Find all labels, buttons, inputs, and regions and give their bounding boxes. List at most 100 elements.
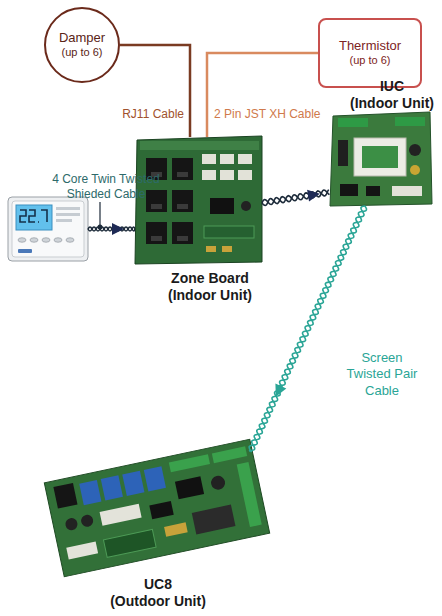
- uc8-illustration-part: [66, 541, 98, 559]
- zone-board-illustration-part: [220, 154, 234, 164]
- uc8-illustration-part: [64, 517, 78, 531]
- thermostat-illustration-part: [20, 210, 47, 222]
- zone-board-illustration-part: [202, 170, 216, 180]
- zone-board-illustration-part: [204, 226, 254, 238]
- uc8-illustration: [44, 439, 269, 577]
- thermostat-illustration-part: [18, 249, 32, 253]
- uc8-board: UC8(Outdoor Unit): [40, 452, 272, 568]
- iuc-illustration-part: [395, 117, 425, 126]
- zone-board-illustration: [135, 136, 262, 264]
- thermostat-illustration-part: [56, 207, 80, 210]
- thermistor-box: Thermistor(up to 6): [318, 18, 422, 88]
- uc8-illustration-part: [144, 466, 166, 491]
- thermostat-illustration-part: [8, 197, 88, 261]
- board-name: UC8: [68, 576, 248, 593]
- zone-board: Zone Board(Indoor Unit): [135, 137, 262, 264]
- jst-cable: [207, 53, 318, 137]
- uc8-illustration-part: [103, 529, 156, 557]
- thermostat-illustration-part: [12, 201, 84, 257]
- board-name: Zone Board: [120, 270, 300, 287]
- board-name: IUC: [302, 78, 442, 95]
- zone-board-illustration-part: [202, 154, 216, 164]
- thermostat-illustration-part: [54, 238, 62, 242]
- uc8-illustration-part: [44, 439, 269, 577]
- uc8-illustration-part: [101, 475, 123, 500]
- cable-strand: [249, 206, 365, 452]
- zone-board-illustration-part: [238, 154, 252, 164]
- zone-board-illustration-part: [151, 236, 162, 241]
- thermostat-illustration-part: [56, 219, 72, 222]
- uc8-illustration-part: [169, 454, 210, 472]
- arrow-head: [307, 190, 320, 202]
- arrow-head: [275, 383, 286, 396]
- cable-strand: [249, 206, 367, 451]
- board-location: (Indoor Unit): [302, 95, 442, 112]
- thermostat-illustration-part: [66, 238, 74, 242]
- node-title: Thermistor: [339, 38, 401, 54]
- uc8-illustration-part: [80, 514, 94, 528]
- twisted-cable: [262, 190, 330, 206]
- board-location: (Indoor Unit): [120, 287, 300, 304]
- iuc-illustration: [330, 112, 432, 206]
- zone-board-illustration-part: [206, 246, 216, 252]
- board-location: (Outdoor Unit): [68, 593, 248, 610]
- cable-label: Screen Twisted Pair Cable: [345, 350, 419, 399]
- thermostat-cable-part: [88, 227, 135, 231]
- thermostat-cable-part: [98, 225, 103, 230]
- zone-board-illustration-part: [238, 170, 252, 180]
- uc8-illustration-part: [192, 505, 236, 535]
- iuc-illustration-part: [392, 186, 422, 196]
- thermostat-cable-part: [99, 202, 100, 226]
- iuc-illustration-part: [354, 138, 406, 176]
- iuc-illustration-part: [366, 186, 380, 196]
- rj11-cable: [120, 45, 190, 137]
- cable-note: 4 Core Twin Twisted Shieded Cable: [44, 172, 168, 202]
- zone-board-illustration-part: [177, 236, 188, 241]
- iuc-illustration-part: [410, 165, 420, 175]
- zone-board-illustration-part: [210, 198, 234, 214]
- thermostat-cable-part: [88, 227, 135, 231]
- uc8-illustration-part: [53, 483, 77, 509]
- zone-board-illustration-part: [172, 190, 193, 212]
- zone-board-illustration-part: [241, 201, 251, 211]
- iuc-illustration-part: [330, 112, 432, 206]
- cable-strand: [262, 190, 330, 205]
- iuc-illustration-part: [338, 140, 348, 166]
- screen-twisted-pair: [249, 206, 367, 452]
- cable-label: 2 Pin JST XH Cable: [214, 107, 344, 122]
- iuc-illustration-part: [362, 146, 398, 168]
- zone-board-illustration-part: [172, 222, 193, 244]
- uc8-illustration-part: [149, 501, 173, 519]
- thermostat-illustration-part: [30, 238, 38, 242]
- zone-board-illustration-part: [135, 136, 262, 264]
- node-subtitle: (up to 6): [62, 46, 103, 60]
- zone-board-illustration-part: [220, 170, 234, 180]
- iuc-board: IUC(Indoor Unit): [330, 112, 432, 206]
- cable-label: RJ11 Cable: [112, 107, 184, 122]
- node-text-wrap: Thermistor(up to 6): [320, 20, 420, 86]
- zone-board-illustration-part: [222, 246, 232, 252]
- uc8-illustration-part: [237, 462, 262, 527]
- node-text-wrap: Damper(up to 6): [46, 9, 118, 81]
- cable-line: [120, 45, 190, 137]
- damper-circle: Damper(up to 6): [44, 7, 120, 83]
- zone-board-illustration-part: [172, 158, 193, 180]
- uc8-illustration-part: [210, 474, 227, 491]
- zone-board-illustration-part: [177, 204, 188, 209]
- uc8-illustration-part: [79, 480, 101, 505]
- zone-board-illustration-part: [177, 172, 188, 177]
- cable-strand: [262, 190, 329, 206]
- cable-line: [207, 53, 318, 137]
- uc8-illustration-part: [212, 446, 247, 463]
- uc8-illustration-part: [164, 522, 188, 536]
- iuc-illustration-part: [340, 184, 358, 196]
- node-title: Damper: [59, 30, 105, 46]
- uc8-illustration-part: [100, 504, 142, 526]
- iuc-illustration-part: [409, 144, 421, 156]
- thermostat-illustration-part: [56, 213, 80, 216]
- uc8-illustration-part: [122, 471, 144, 496]
- thermostat-illustration-part: [18, 238, 26, 242]
- zone-board-illustration-part: [146, 222, 167, 244]
